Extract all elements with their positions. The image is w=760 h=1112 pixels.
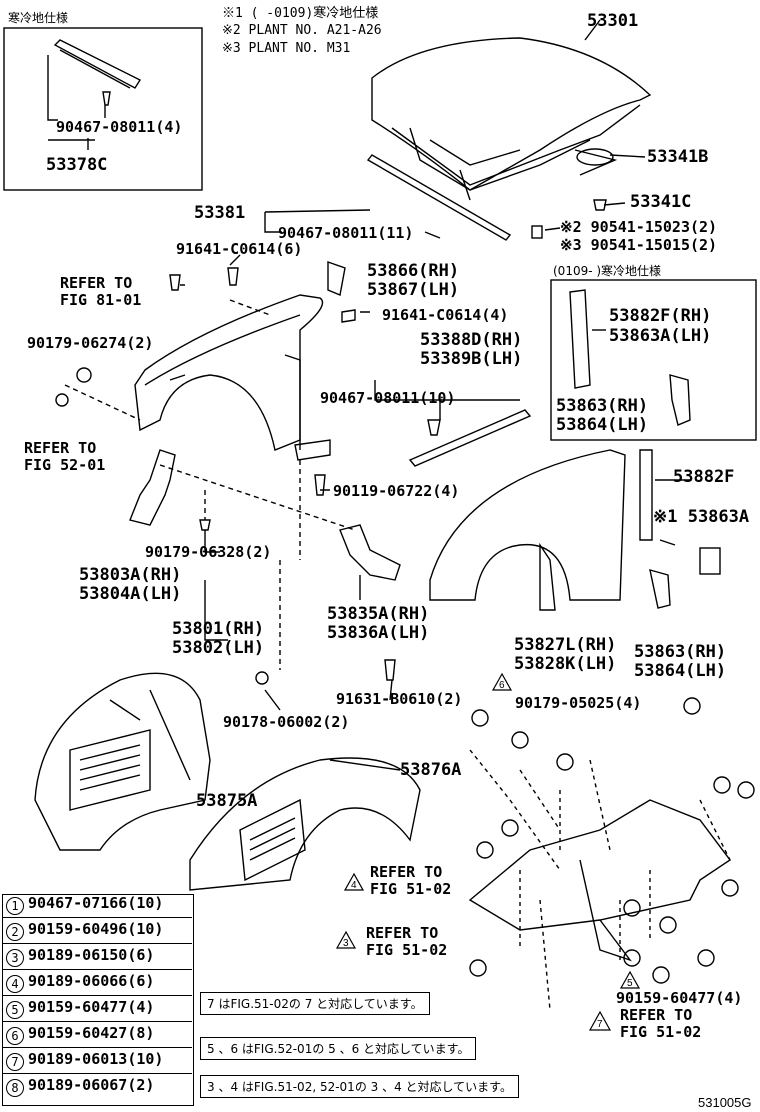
figure-code: 531005G [698, 1095, 752, 1110]
label-53802: 53802(LH) [172, 638, 265, 658]
label-53863-rh-2: 53863(RH) [634, 642, 727, 662]
label-53341c: 53341C [630, 192, 692, 212]
label-53863a: ※1 53863A [653, 507, 750, 527]
label-53389b: 53389B(LH) [420, 349, 523, 369]
label-90178: 90178-06002(2) [223, 713, 350, 731]
label-53378c: 53378C [46, 155, 108, 175]
refer-81-01[interactable]: REFER TO [60, 274, 133, 292]
note-3: ※3 PLANT NO. M31 [222, 41, 351, 56]
refer-51-02-a[interactable]: REFER TO [370, 863, 443, 881]
label-53803a: 53803A(RH) [79, 565, 182, 585]
refer-51-02-b-fig[interactable]: FIG 51-02 [366, 941, 448, 959]
inset-box-0109 [550, 279, 757, 441]
label-53867: 53867(LH) [367, 280, 460, 300]
label-91631: 91631-B0610(2) [336, 690, 463, 708]
fender-right [429, 449, 626, 601]
legend-table [2, 894, 194, 1106]
label-90179c: 90179-05025(4) [515, 694, 642, 712]
note-7: 7 はFIG.51-02の 7 と対応しています。 [200, 992, 430, 1015]
refer-51-02-a-fig[interactable]: FIG 51-02 [370, 880, 452, 898]
label-53864-lh-2: 53864(LH) [634, 661, 727, 681]
label-53801: 53801(RH) [172, 619, 265, 639]
clip-icon [76, 367, 92, 383]
liner-left [34, 672, 211, 851]
label-90467b: 90467-08011(10) [320, 389, 456, 407]
inset-title-cold: 寒冷地仕様 [8, 11, 69, 25]
label-53876a: 53876A [400, 760, 462, 780]
label-91641b: 91641-C0614(4) [382, 306, 509, 324]
label-53388d: 53388D(RH) [420, 330, 523, 350]
label-53836a: 53836A(LH) [327, 623, 430, 643]
label-53381: 53381 [194, 203, 246, 223]
label-53864-lh: 53864(LH) [556, 415, 649, 435]
hood-outline [371, 37, 652, 191]
hood-inner-frame [391, 104, 641, 201]
label-90467-inset: 90467-08011(4) [56, 118, 183, 136]
label-53835a: 53835A(RH) [327, 604, 430, 624]
label-53827l: 53827L(RH) [514, 635, 617, 655]
fender-left [134, 294, 324, 451]
refer-81-01-fig[interactable]: FIG 81-01 [60, 291, 142, 309]
hood-seal [366, 154, 512, 241]
fender-brace [129, 449, 176, 526]
inset-strip-2 [569, 289, 591, 389]
refer-52-01-fig[interactable]: FIG 52-01 [24, 456, 106, 474]
label-53882f-rh: 53882F(RH) [609, 306, 712, 326]
inset-box-cold [3, 27, 203, 191]
note-56: 5 、6 はFIG.52-01の 5 、6 と対応しています。 [200, 1037, 477, 1060]
label-53882f: 53882F [673, 467, 735, 487]
label-53863-rh: 53863(RH) [556, 396, 649, 416]
note-1: ※1 ( -0109)寒冷地仕様 [222, 6, 379, 21]
refer-51-02-c[interactable]: REFER TO [620, 1006, 693, 1024]
label-53341b: 53341B [647, 147, 709, 167]
label-90179a: 90179-06274(2) [27, 334, 154, 352]
fender-dashed [64, 299, 356, 670]
label-90179b: 90179-06328(2) [145, 543, 272, 561]
label-90541a: ※2 90541-15023(2) [560, 218, 718, 236]
label-91641a: 91641-C0614(6) [176, 240, 303, 258]
fender-bracket [294, 439, 331, 461]
inset-strip [53, 39, 142, 89]
label-53828k: 53828K(LH) [514, 654, 617, 674]
label-53804a: 53804A(LH) [79, 584, 182, 604]
label-90119: 90119-06722(4) [333, 482, 460, 500]
refer-52-01[interactable]: REFER TO [24, 439, 97, 457]
label-53866: 53866(RH) [367, 261, 460, 281]
hood-hole [576, 148, 614, 166]
hood-clip [531, 225, 543, 239]
fender-garnish [408, 409, 532, 467]
label-90541b: ※3 90541-15015(2) [560, 236, 718, 254]
label-90159b: 90159-60477(4) [616, 989, 743, 1007]
label-53875a: 53875A [196, 791, 258, 811]
refer-51-02-b[interactable]: REFER TO [366, 924, 439, 942]
label-90467a: 90467-08011(11) [278, 224, 414, 242]
label-53863a-lh: 53863A(LH) [609, 326, 712, 346]
inset-title-0109: (0109- )寒冷地仕様 [553, 264, 662, 278]
note-2: ※2 PLANT NO. A21-A26 [222, 23, 382, 38]
liner-right [189, 757, 421, 891]
hood-leader [584, 19, 601, 41]
refer-51-02-c-fig[interactable]: FIG 51-02 [620, 1023, 702, 1041]
label-53301: 53301 [587, 11, 639, 31]
hood-bolt [593, 199, 607, 211]
note-34: 3 、4 はFIG.51-02, 52-01の 3 、4 と対応しています。 [200, 1075, 519, 1098]
fender-brace-2 [339, 524, 401, 581]
